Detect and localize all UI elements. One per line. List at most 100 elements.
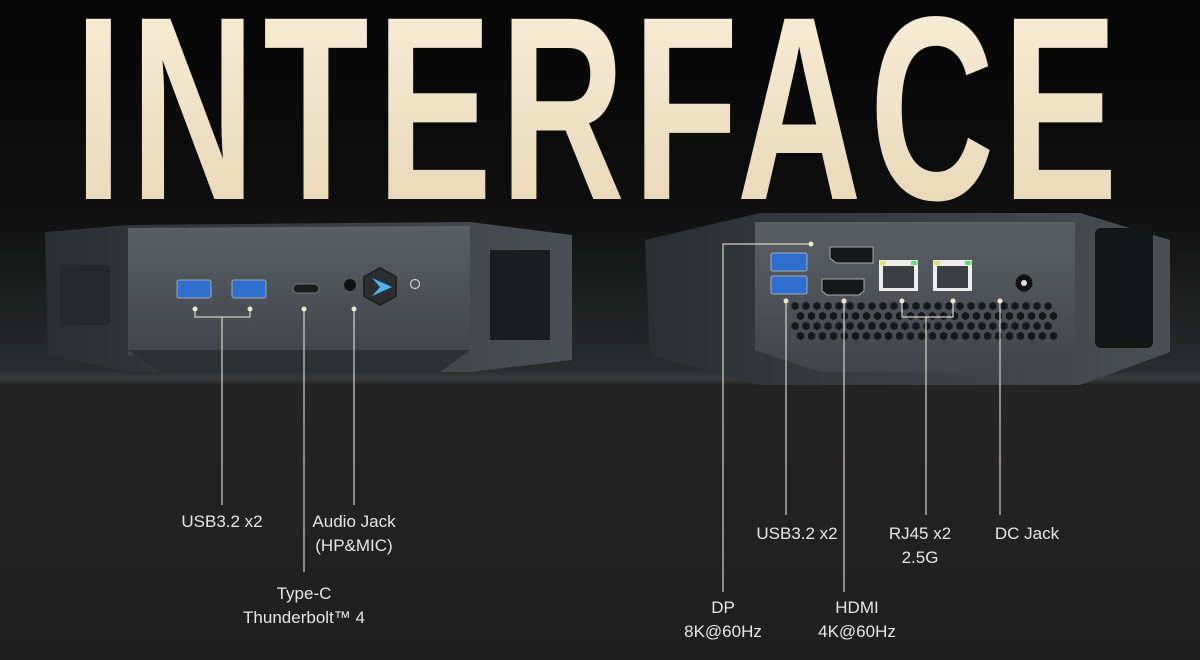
vent-hole (879, 301, 887, 311)
vent-hole (950, 331, 959, 341)
vent-hole (802, 301, 810, 311)
vent-hole (835, 301, 843, 311)
vent-hole (1011, 301, 1019, 311)
usb-port-icon (176, 279, 212, 299)
vent-hole (807, 311, 816, 321)
vent-hole (939, 311, 948, 321)
vent-hole (961, 331, 970, 341)
vent-hole (978, 321, 986, 331)
vent-hole (824, 301, 832, 311)
vent-hole (829, 311, 838, 321)
vent-hole (989, 301, 997, 311)
vent-hole (1000, 321, 1008, 331)
vent-hole (1022, 301, 1030, 311)
usb-c-port-icon (292, 283, 320, 294)
audio-jack-icon (344, 279, 356, 291)
vent-hole (1016, 311, 1025, 321)
vent-hole (796, 331, 805, 341)
label-dc-jack: DC Jack (994, 524, 1060, 543)
vent-hole (934, 321, 942, 331)
vent-hole (895, 311, 904, 321)
vent-hole (961, 311, 970, 321)
vent-hole (1033, 321, 1041, 331)
vent-hole (1038, 311, 1047, 321)
vent-hole (923, 301, 931, 311)
vent-hole (1038, 331, 1047, 341)
usb-port-icon (231, 279, 267, 299)
vent-hole (928, 331, 937, 341)
vent-hole (1049, 311, 1058, 321)
vent-hole (934, 301, 942, 311)
vent-hole (928, 311, 937, 321)
label-rear-usb: USB3.2 x2 (756, 524, 838, 543)
vent-hole (857, 301, 865, 311)
vent-hole (851, 311, 860, 321)
vent-hole (846, 301, 854, 311)
vent-hole (945, 301, 953, 311)
vent-hole (956, 321, 964, 331)
vent-hole (901, 301, 909, 311)
vent-hole (901, 321, 909, 331)
label-front-usb: USB3.2 x2 (181, 512, 263, 531)
vent-hole (1016, 331, 1025, 341)
vent-hole (1005, 331, 1014, 341)
vent-hole (967, 321, 975, 331)
vent-hole (895, 331, 904, 341)
vent-hole (906, 331, 915, 341)
vent-hole (884, 331, 893, 341)
vent-hole (890, 321, 898, 331)
vent-hole (967, 301, 975, 311)
vent-hole (1027, 311, 1036, 321)
vent-hole (868, 301, 876, 311)
front-mini-pc (45, 222, 572, 372)
vent-hole (868, 321, 876, 331)
vent-hole (818, 331, 827, 341)
vent-hole (917, 331, 926, 341)
vent-hole (917, 311, 926, 321)
vent-hole (912, 321, 920, 331)
displayport-icon (829, 246, 874, 264)
vent-hole (824, 321, 832, 331)
usb-port-icon (770, 275, 808, 295)
vent-hole (791, 321, 799, 331)
vent-hole (939, 331, 948, 341)
vent-hole (818, 311, 827, 321)
vent-hole (802, 321, 810, 331)
vent-hole (1044, 321, 1052, 331)
vent-hole (851, 331, 860, 341)
vent-hole (1005, 311, 1014, 321)
callout-lines (194, 243, 1001, 592)
vent-hole (796, 311, 805, 321)
vent-hole (945, 321, 953, 331)
vent-hole (923, 321, 931, 331)
vent-hole (884, 311, 893, 321)
vent-hole (1011, 321, 1019, 331)
vent-hole (972, 331, 981, 341)
vent-hole (1000, 301, 1008, 311)
vent-hole (873, 331, 882, 341)
vent-hole (862, 311, 871, 321)
vent-hole (1049, 331, 1058, 341)
vent-hole (978, 301, 986, 311)
vent-hole (846, 321, 854, 331)
vent-hole (912, 301, 920, 311)
vent-hole (890, 301, 898, 311)
vent-hole (807, 331, 816, 341)
vent-hole (983, 331, 992, 341)
vent-hole (791, 301, 799, 311)
vent-hole (989, 321, 997, 331)
vent-hole (1022, 321, 1030, 331)
vent-hole (857, 321, 865, 331)
vent-hole (873, 311, 882, 321)
vent-hole (835, 321, 843, 331)
vent-hole (956, 301, 964, 311)
vent-hole (1033, 301, 1041, 311)
vent-hole (879, 321, 887, 331)
vent-hole (862, 331, 871, 341)
vent-hole (1044, 301, 1052, 311)
rear-mini-pc (645, 213, 1170, 385)
label-audio-jack: Audio Jack(HP&MIC) (312, 512, 396, 555)
